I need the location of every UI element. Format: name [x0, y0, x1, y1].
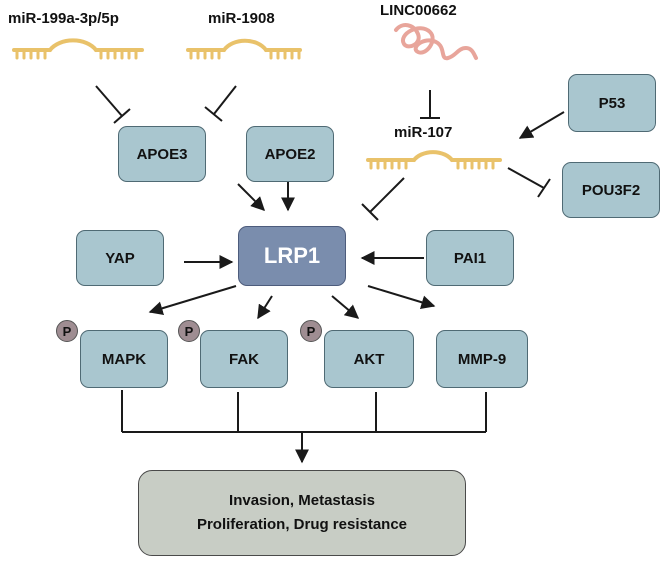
akt-node: AKT [324, 330, 414, 388]
linc00662-lncrna-icon [394, 23, 478, 61]
mir199-hairpin-icon [12, 38, 144, 60]
yap-node: YAP [76, 230, 164, 286]
convergence-bracket [121, 390, 487, 464]
outcome-line-2: Proliferation, Drug resistance [196, 516, 408, 533]
akt-phospho-badge: P [300, 320, 322, 342]
mapk-phospho-badge: P [56, 320, 78, 342]
inhibition-lines [95, 85, 551, 221]
mir107-hairpin-icon [366, 150, 502, 170]
p53-node: P53 [568, 74, 656, 132]
mapk-node: MAPK [80, 330, 168, 388]
fak-phospho-badge: P [178, 320, 200, 342]
mmp9-node: MMP-9 [436, 330, 528, 388]
pai1-node: PAI1 [426, 230, 514, 286]
outcome-line-1: Invasion, Metastasis [229, 492, 375, 509]
activation-arrows [148, 111, 565, 320]
mir1908-label: miR-1908 [208, 10, 275, 27]
pou3f2-node: POU3F2 [562, 162, 660, 218]
mir1908-hairpin-icon [186, 38, 302, 60]
linc00662-label: LINC00662 [380, 2, 457, 19]
lrp1-node: LRP1 [238, 226, 346, 286]
mir107-label: miR-107 [394, 124, 453, 141]
apoe2-node: APOE2 [246, 126, 334, 182]
mir199-label: miR-199a-3p/5p [8, 10, 119, 27]
apoe3-node: APOE3 [118, 126, 206, 182]
fak-node: FAK [200, 330, 288, 388]
outcome-box: Invasion, Metastasis Proliferation, Drug… [138, 470, 466, 556]
